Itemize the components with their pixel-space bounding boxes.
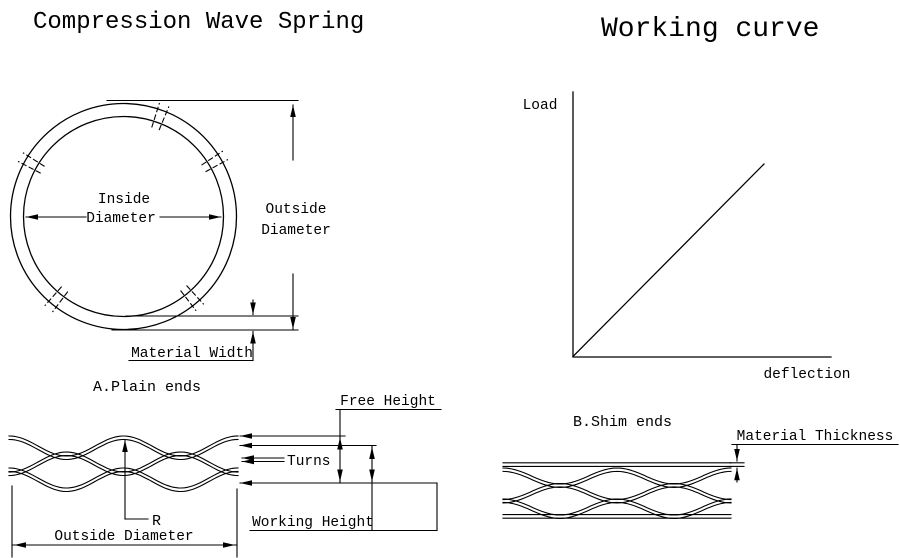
load-deflection-curve [572, 163, 765, 358]
inner-circle [22, 115, 225, 318]
ring-wave-tick-marks [17, 102, 229, 313]
plain-spring-turn [8, 470, 239, 493]
plain-spring-turn [8, 438, 239, 461]
shim-spring-turn [502, 501, 732, 519]
plain-spring-turn [8, 454, 239, 477]
working-height-label: Working Height [252, 515, 374, 531]
od-bottom-label: Outside Diameter [54, 529, 193, 545]
ring-tick-mark [205, 159, 229, 173]
material-thickness-dimension: Material Thickness [729, 429, 899, 483]
plain-spring-turn [8, 467, 239, 489]
x-axis-label: deflection [763, 367, 850, 383]
y-axis-label: Load [523, 98, 558, 114]
ring-tick-mark [186, 285, 205, 305]
height-dimensions: Free Height Working Height Turns R Outsi… [11, 394, 442, 558]
ring-tick-mark [180, 290, 197, 312]
shim-ends-spring-side-view [502, 462, 732, 519]
material-width-label: Material Width [131, 346, 253, 362]
page-title-left: Compression Wave Spring [33, 9, 364, 36]
radius-label: R [152, 513, 161, 530]
outside-diameter-label-line2: Diameter [261, 223, 331, 239]
ring-tick-mark [22, 152, 45, 167]
ring-tick-mark [44, 286, 63, 307]
free-height-label: Free Height [340, 394, 436, 410]
shim-spring-turn [502, 470, 732, 488]
ring-tick-mark [17, 160, 41, 174]
ring-tick-mark [201, 150, 224, 166]
section-b-label: B.Shim ends [573, 414, 672, 431]
working-curve-graph: Load deflection [523, 91, 851, 383]
outside-diameter-label-line1: Outside [266, 202, 327, 218]
shim-spring-turn [502, 482, 732, 501]
section-a-label: A.Plain ends [93, 379, 201, 396]
inside-diameter-label-line2: Diameter [86, 211, 156, 227]
shim-spring-turn [502, 498, 732, 516]
ring-tick-mark [158, 106, 170, 131]
turns-label: Turns [287, 454, 331, 470]
ring-tick-mark [52, 291, 69, 313]
ring-top-view: Inside Diameter Outside Diameter Materia… [9, 99, 331, 362]
plain-ends-spring-side-view [8, 435, 239, 493]
ring-tick-mark [151, 102, 160, 128]
material-thickness-label: Material Thickness [737, 429, 894, 445]
plain-spring-turn [8, 435, 239, 457]
page-title-right: Working curve [601, 14, 819, 45]
inside-diameter-label-line1: Inside [98, 192, 150, 208]
shim-spring-turn [502, 467, 732, 485]
